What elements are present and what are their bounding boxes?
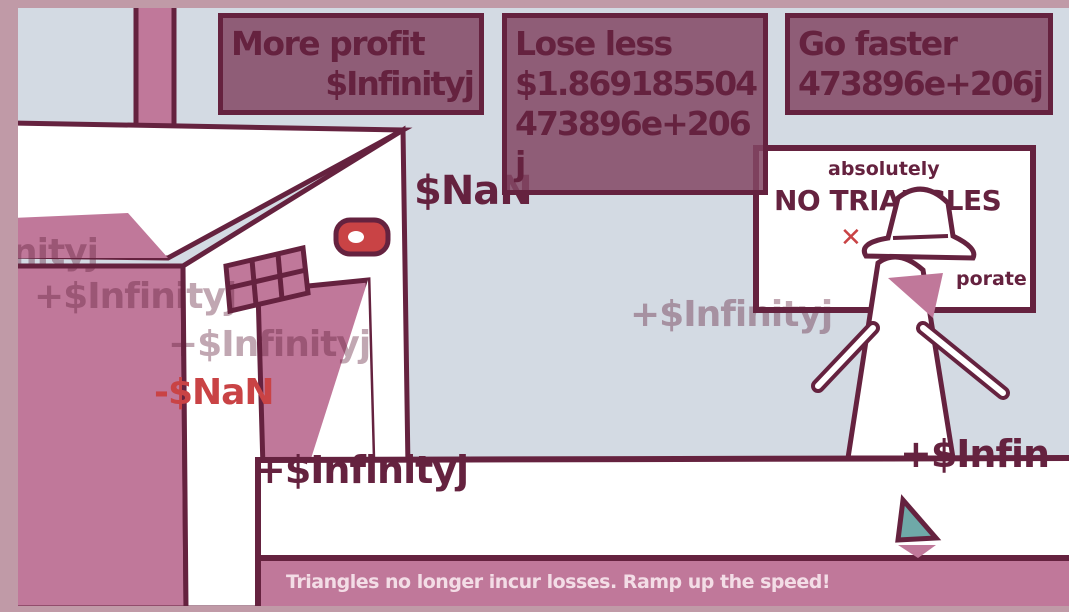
- loss-text: -$NaN: [154, 372, 275, 413]
- upgrade-price: 473896e+206j: [798, 64, 1044, 103]
- machine-left-face: [18, 263, 189, 606]
- upgrade-more-profit-button[interactable]: More profit $Infinityj: [218, 13, 484, 115]
- sign-bottom-text: porate: [956, 268, 1027, 290]
- floating-income-text: +$Infinityj: [254, 448, 469, 492]
- floating-income-text: +$Infinityj: [34, 276, 237, 317]
- upgrade-go-faster-button[interactable]: Go faster 473896e+206j: [785, 13, 1053, 115]
- machine-vent: [223, 244, 311, 315]
- sign-top-text: absolutely: [828, 158, 940, 180]
- floating-income-text: +$Infin: [900, 432, 1050, 476]
- factory-illustration: ✕: [18, 8, 1069, 606]
- floating-income-text: +$Infinityj: [168, 324, 371, 365]
- sign-main-text: NO TRIANGLES: [774, 184, 1002, 217]
- upgrade-label: Go faster: [798, 24, 958, 63]
- upgrade-price: $1.869185504473896e+206j: [515, 64, 758, 183]
- floating-income-text: nityj: [18, 232, 99, 273]
- upgrade-label: Lose less: [515, 24, 673, 63]
- message-bar: [255, 555, 1069, 606]
- status-message: Triangles no longer incur losses. Ramp u…: [286, 571, 831, 593]
- upgrade-price: $Infinityj: [325, 64, 475, 103]
- floating-income-text: +$Infinityj: [630, 294, 833, 335]
- red-x-icon: ✕: [840, 223, 862, 253]
- game-scene: ✕ More profit $Infinityj Lose less $1.86…: [18, 8, 1069, 606]
- triangle-item[interactable]: [895, 494, 942, 543]
- conveyor-belt: [255, 455, 1069, 570]
- upgrade-lose-less-button[interactable]: Lose less $1.869185504473896e+206j: [502, 13, 768, 195]
- upgrade-label: More profit: [231, 24, 426, 63]
